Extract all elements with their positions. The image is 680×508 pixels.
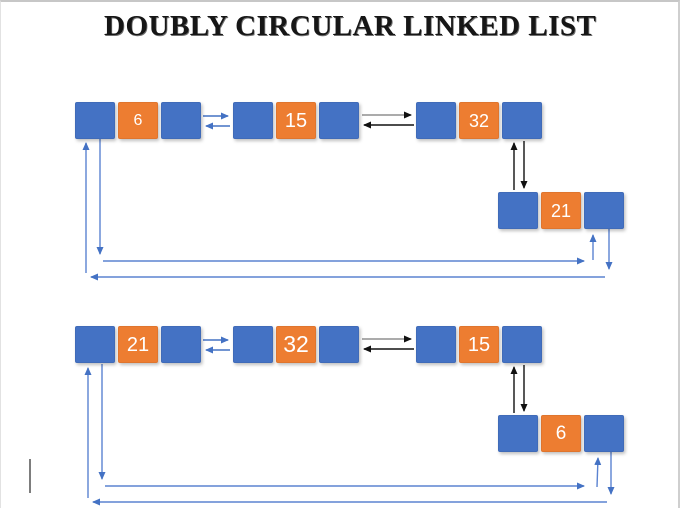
data-cell: 15 xyxy=(276,102,316,139)
list1-node-1[interactable]: 6 xyxy=(75,102,201,139)
node-value: 15 xyxy=(467,333,491,356)
prev-pointer-cell xyxy=(498,192,538,229)
list1-node-3[interactable]: 32 xyxy=(416,102,542,139)
next-pointer-cell xyxy=(319,102,359,139)
node-value: 15 xyxy=(284,109,308,132)
head-prev-up-into-tail xyxy=(594,457,602,488)
next-pointer-cell xyxy=(161,326,201,363)
node-value: 6 xyxy=(555,423,567,444)
node-value: 32 xyxy=(283,331,309,357)
node-value: 21 xyxy=(126,333,150,356)
list2-node-3[interactable]: 15 xyxy=(416,326,542,363)
node-value: 6 xyxy=(133,111,143,129)
next-pointer-cell xyxy=(319,326,359,363)
prev-pointer-cell xyxy=(416,326,456,363)
page-title: DOUBLY CIRCULAR LINKED LIST xyxy=(104,10,597,42)
next-pointer-cell xyxy=(584,415,624,452)
data-cell: 32 xyxy=(276,326,316,363)
data-cell: 21 xyxy=(118,326,158,363)
data-cell: 32 xyxy=(459,102,499,139)
data-cell: 6 xyxy=(118,102,158,139)
prev-pointer-cell xyxy=(498,415,538,452)
diagram1-arrows xyxy=(82,111,613,281)
prev-pointer-cell xyxy=(416,102,456,139)
list1-node-2[interactable]: 15 xyxy=(233,102,359,139)
next-pointer-cell xyxy=(584,192,624,229)
next-pointer-cell xyxy=(502,102,542,139)
data-cell: 21 xyxy=(541,192,581,229)
prev-pointer-cell xyxy=(75,326,115,363)
data-cell: 15 xyxy=(459,326,499,363)
next-pointer-cell xyxy=(161,102,201,139)
list1-node-4[interactable]: 21 xyxy=(498,192,624,229)
next-pointer-cell xyxy=(502,326,542,363)
list2-node-4[interactable]: 6 xyxy=(498,415,624,452)
node-value: 32 xyxy=(468,110,490,131)
data-cell: 6 xyxy=(541,415,581,452)
prev-pointer-cell xyxy=(75,102,115,139)
node-value: 21 xyxy=(550,200,572,221)
list2-node-1[interactable]: 21 xyxy=(75,326,201,363)
list2-node-2[interactable]: 32 xyxy=(233,326,359,363)
prev-pointer-cell xyxy=(233,102,273,139)
prev-pointer-cell xyxy=(233,326,273,363)
diagram2-arrows xyxy=(84,335,615,506)
